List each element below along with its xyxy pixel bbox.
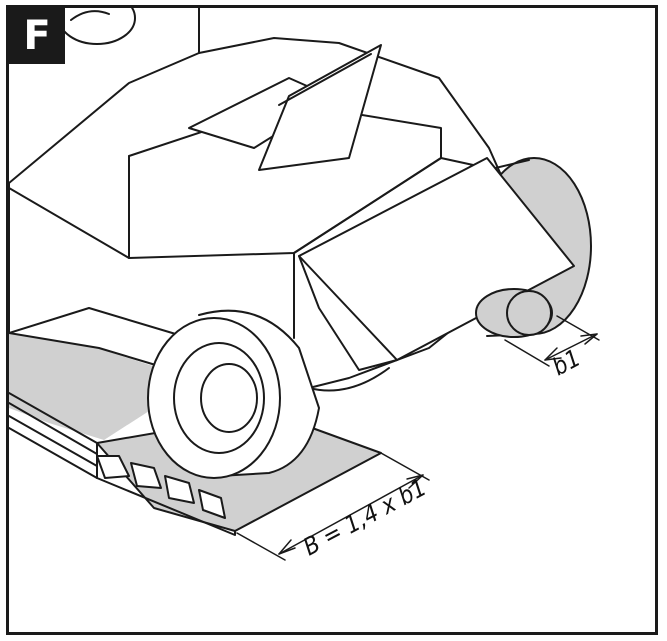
figure-frame: b1 B = 1,4 x b1 F (6, 5, 658, 635)
section-badge: F (9, 8, 65, 64)
seat (188, 44, 382, 171)
dimension-b1-label: b1 (548, 344, 585, 382)
dimension-b1 (504, 315, 600, 367)
front-hood (298, 157, 575, 392)
front-wheel (147, 309, 320, 479)
dimension-ramp-width (236, 452, 430, 561)
deck-shadow (9, 333, 177, 440)
steering-wheel (58, 8, 136, 45)
small-wheel (475, 288, 553, 338)
mower-ramp-illustration: b1 B = 1,4 x b1 (9, 8, 600, 561)
